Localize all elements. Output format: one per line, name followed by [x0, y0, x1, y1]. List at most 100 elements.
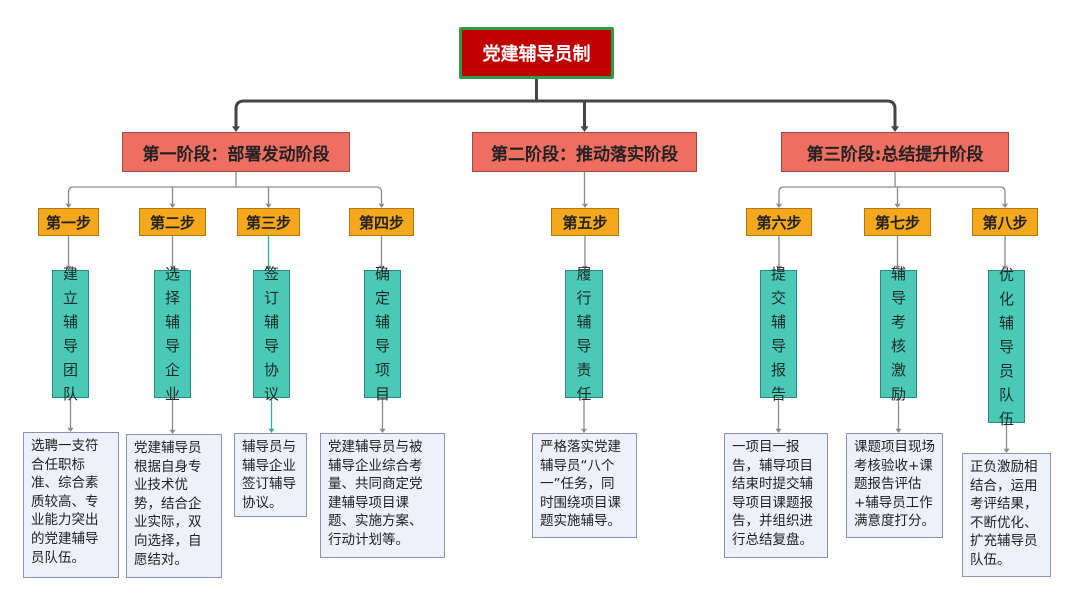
action-1-arrowhead [65, 265, 72, 270]
step-2-arrowhead [169, 203, 176, 208]
stage-bus-line [234, 99, 897, 128]
action-char: 辅 [576, 313, 592, 331]
action-char: 辅 [263, 313, 279, 331]
action-7-arrowhead [894, 265, 901, 270]
action-char: 考 [890, 313, 906, 331]
action-char: 导 [374, 337, 390, 355]
action-char: 协 [263, 361, 279, 379]
step-3-arrowhead [265, 203, 272, 208]
step-5-description: 严格落实党建 辅导员“八个 一”任务，同 时围绕项目课 题实施辅导。 [532, 433, 637, 538]
step-2-description: 党建辅导员 根据自身专 业技术优 势，结合企 业实际，双 向选择，自 愿结对。 [126, 434, 222, 578]
desc-8-arrowhead [1003, 448, 1010, 453]
step-4-box: 第四步 [349, 208, 414, 236]
action-char: 订 [263, 289, 279, 307]
step-3-box: 第三步 [237, 208, 300, 236]
step-8-box: 第八步 [972, 208, 1038, 236]
action-char: 优 [998, 265, 1014, 284]
action-char: 确 [374, 265, 390, 283]
step-8-arrowhead [1002, 203, 1008, 208]
action-char: 告 [770, 385, 786, 403]
step-1-description: 选聘一支符 合任职标 准、综合素 质较高、专 业能力突出 的党建辅导 员队伍。 [23, 432, 119, 578]
action-6-arrowhead [776, 265, 782, 270]
action-char: 辅 [374, 313, 390, 331]
action-char: 导 [998, 337, 1014, 356]
action-char: 导 [770, 337, 786, 355]
action-2-arrowhead [169, 265, 176, 270]
step-6-arrowhead [776, 203, 782, 208]
action-char: 辅 [62, 313, 78, 331]
stage-3-bus-line [778, 186, 1006, 205]
stage-1-bus-line [67, 186, 383, 205]
step-8-action: 优化辅导员队伍 [988, 266, 1025, 428]
step-4-arrowhead [378, 203, 385, 208]
step-1-box: 第一步 [38, 208, 99, 236]
stage-3-box: 第三阶段:总结提升阶段 [781, 132, 1009, 172]
step-4-description: 党建辅导员与被 辅导企业综合考 量、共同商定党 建辅导项目课 题、实施方案、 行… [320, 433, 445, 558]
root-node: 党建辅导员制 [459, 27, 614, 79]
desc-2-arrowhead [169, 429, 176, 434]
action-char: 导 [263, 337, 279, 355]
action-char: 导 [890, 289, 906, 307]
action-char: 履 [576, 265, 592, 283]
step-6-box: 第六步 [746, 208, 812, 236]
action-char: 择 [164, 289, 180, 307]
step-5-arrowhead [582, 203, 588, 208]
action-char: 激 [890, 361, 906, 379]
action-char: 辅 [890, 265, 906, 283]
action-char: 队 [998, 385, 1014, 404]
desc-6-arrowhead [775, 428, 782, 433]
stage-2-box: 第二阶段：推动落实阶段 [472, 132, 697, 172]
action-char: 选 [164, 265, 180, 283]
action-char: 励 [890, 385, 906, 403]
desc-5-arrowhead [581, 428, 587, 433]
step-7-action: 辅导考核激励 [880, 265, 917, 403]
action-char: 任 [576, 385, 592, 403]
step-8-description: 正负激励相 结合，运用 考评结果， 不断优化、 扩充辅导员 队伍。 [962, 453, 1051, 577]
step-3-action: 签订辅导协议 [253, 265, 290, 403]
step-2-box: 第二步 [139, 208, 206, 236]
step-4-action: 确定辅导项目 [364, 265, 401, 403]
desc-1-arrowhead [67, 427, 74, 432]
step-7-arrowhead [894, 203, 901, 208]
desc-4-arrowhead [379, 428, 386, 433]
step-7-description: 课题项目现场 考核验收+课 题报告评估 +辅导员工作 满意度打分。 [846, 433, 943, 538]
action-4-arrowhead [378, 265, 385, 270]
action-8-arrowhead [1002, 265, 1008, 270]
action-char: 责 [576, 361, 592, 379]
action-char: 辅 [998, 313, 1014, 332]
step-5-action: 履行辅导责任 [565, 265, 603, 403]
action-char: 立 [62, 289, 78, 307]
action-char: 议 [263, 385, 279, 403]
step-7-box: 第七步 [864, 208, 931, 236]
stage-2-arrowhead [580, 126, 589, 132]
action-5-arrowhead [582, 265, 588, 270]
action-char: 员 [998, 361, 1014, 380]
action-char: 团 [62, 361, 78, 379]
stage-1-box: 第一阶段：部署发动阶段 [122, 132, 350, 172]
action-char: 队 [62, 385, 78, 403]
step-1-action: 建立辅导团队 [52, 265, 89, 403]
step-5-box: 第五步 [551, 208, 619, 236]
action-char: 行 [576, 289, 592, 307]
action-char: 化 [998, 289, 1014, 308]
action-char: 签 [263, 265, 279, 283]
action-char: 交 [770, 289, 786, 307]
action-char: 企 [164, 361, 180, 379]
action-char: 导 [62, 337, 78, 355]
stage-1-arrowhead [232, 126, 240, 132]
action-char: 目 [374, 385, 390, 403]
step-1-arrowhead [65, 203, 72, 208]
action-char: 报 [770, 361, 786, 379]
step-2-action: 选择辅导企业 [154, 265, 191, 403]
action-char: 业 [164, 385, 180, 403]
action-char: 辅 [164, 313, 180, 331]
action-char: 定 [374, 289, 390, 307]
desc-7-arrowhead [895, 428, 902, 433]
desc-3-arrowhead [268, 428, 275, 433]
action-char: 提 [770, 265, 786, 283]
step-6-action: 提交辅导报告 [760, 265, 797, 403]
action-char: 导 [164, 337, 180, 355]
stage-3-arrowhead [891, 126, 899, 132]
action-char: 导 [576, 337, 592, 355]
action-char: 辅 [770, 313, 786, 331]
